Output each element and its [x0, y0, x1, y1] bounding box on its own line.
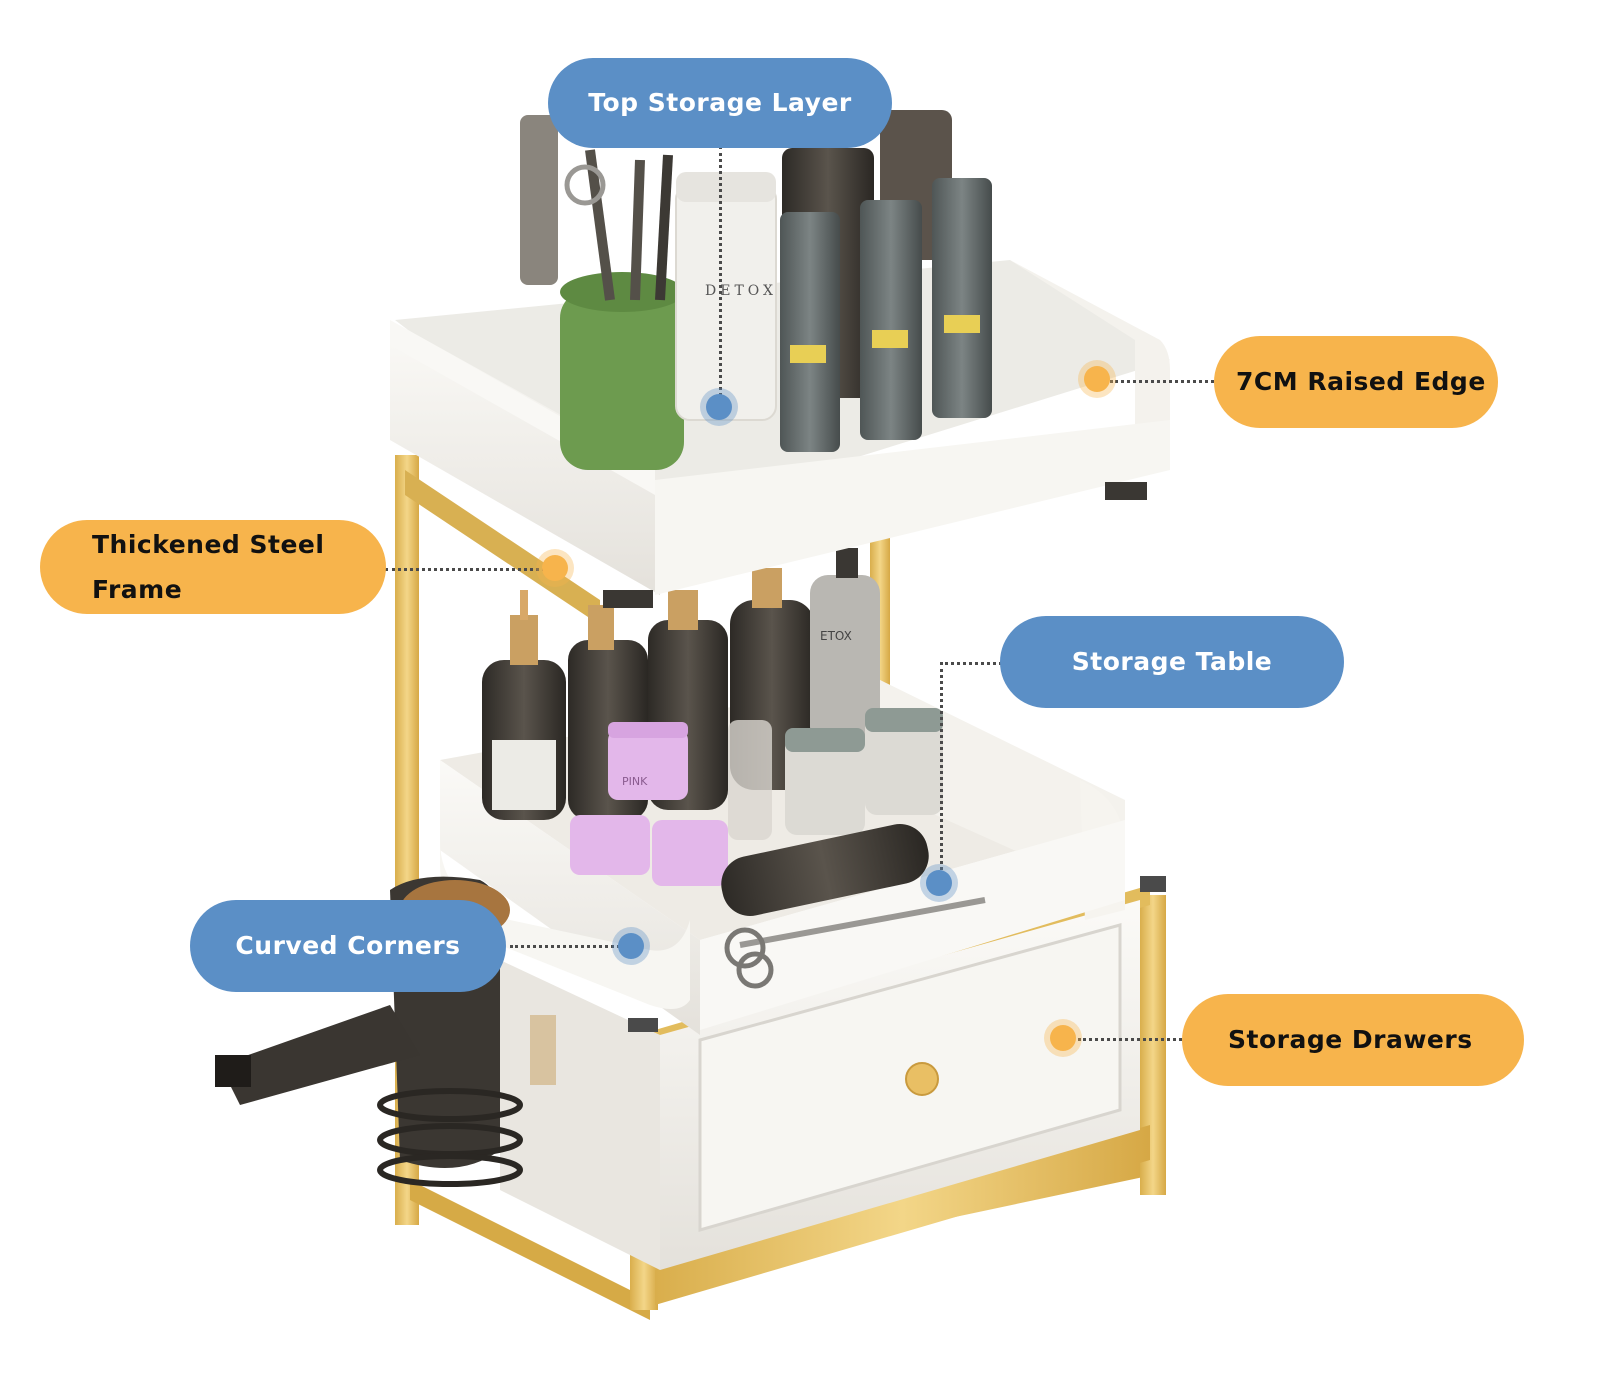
steel-frame-text: Thickened Steel Frame	[92, 530, 325, 604]
top-storage-layer-text: Top Storage Layer	[588, 88, 852, 117]
etox-label: ETOX	[820, 629, 852, 643]
curved-corners-leader	[510, 945, 620, 948]
storage-drawers-text: Storage Drawers	[1228, 1025, 1473, 1054]
top-storage-layer-marker	[706, 394, 732, 420]
storage-drawers-leader	[1078, 1038, 1182, 1041]
top-storage-layer-leader	[719, 146, 722, 408]
storage-drawers-marker	[1050, 1025, 1076, 1051]
steel-frame-leader	[385, 568, 545, 571]
raised-edge-leader	[1110, 380, 1214, 383]
top-tier-products: DETOX	[520, 110, 992, 470]
top-storage-layer-callout: Top Storage Layer	[548, 58, 892, 148]
pink-label: PINK	[622, 775, 648, 788]
raised-edge-marker	[1084, 366, 1110, 392]
steel-frame-marker	[542, 555, 568, 581]
drawer-knob	[905, 1062, 939, 1096]
raised-edge-text: 7CM Raised Edge	[1236, 367, 1486, 396]
detox-label: DETOX	[705, 283, 777, 299]
storage-table-leader-v	[940, 662, 943, 882]
storage-table-marker	[926, 870, 952, 896]
curved-corners-marker	[618, 933, 644, 959]
curved-corners-callout: Curved Corners	[190, 900, 506, 992]
storage-drawers-callout: Storage Drawers	[1182, 994, 1524, 1086]
storage-table-leader-h	[940, 662, 1002, 665]
steel-frame-callout: Thickened Steel Frame	[40, 520, 386, 614]
raised-edge-callout: 7CM Raised Edge	[1214, 336, 1498, 428]
middle-tier-products: ETOX PINK	[482, 548, 986, 989]
curved-corners-text: Curved Corners	[235, 931, 461, 960]
storage-table-text: Storage Table	[1071, 647, 1273, 676]
storage-table-callout: Storage Table	[1000, 616, 1344, 708]
